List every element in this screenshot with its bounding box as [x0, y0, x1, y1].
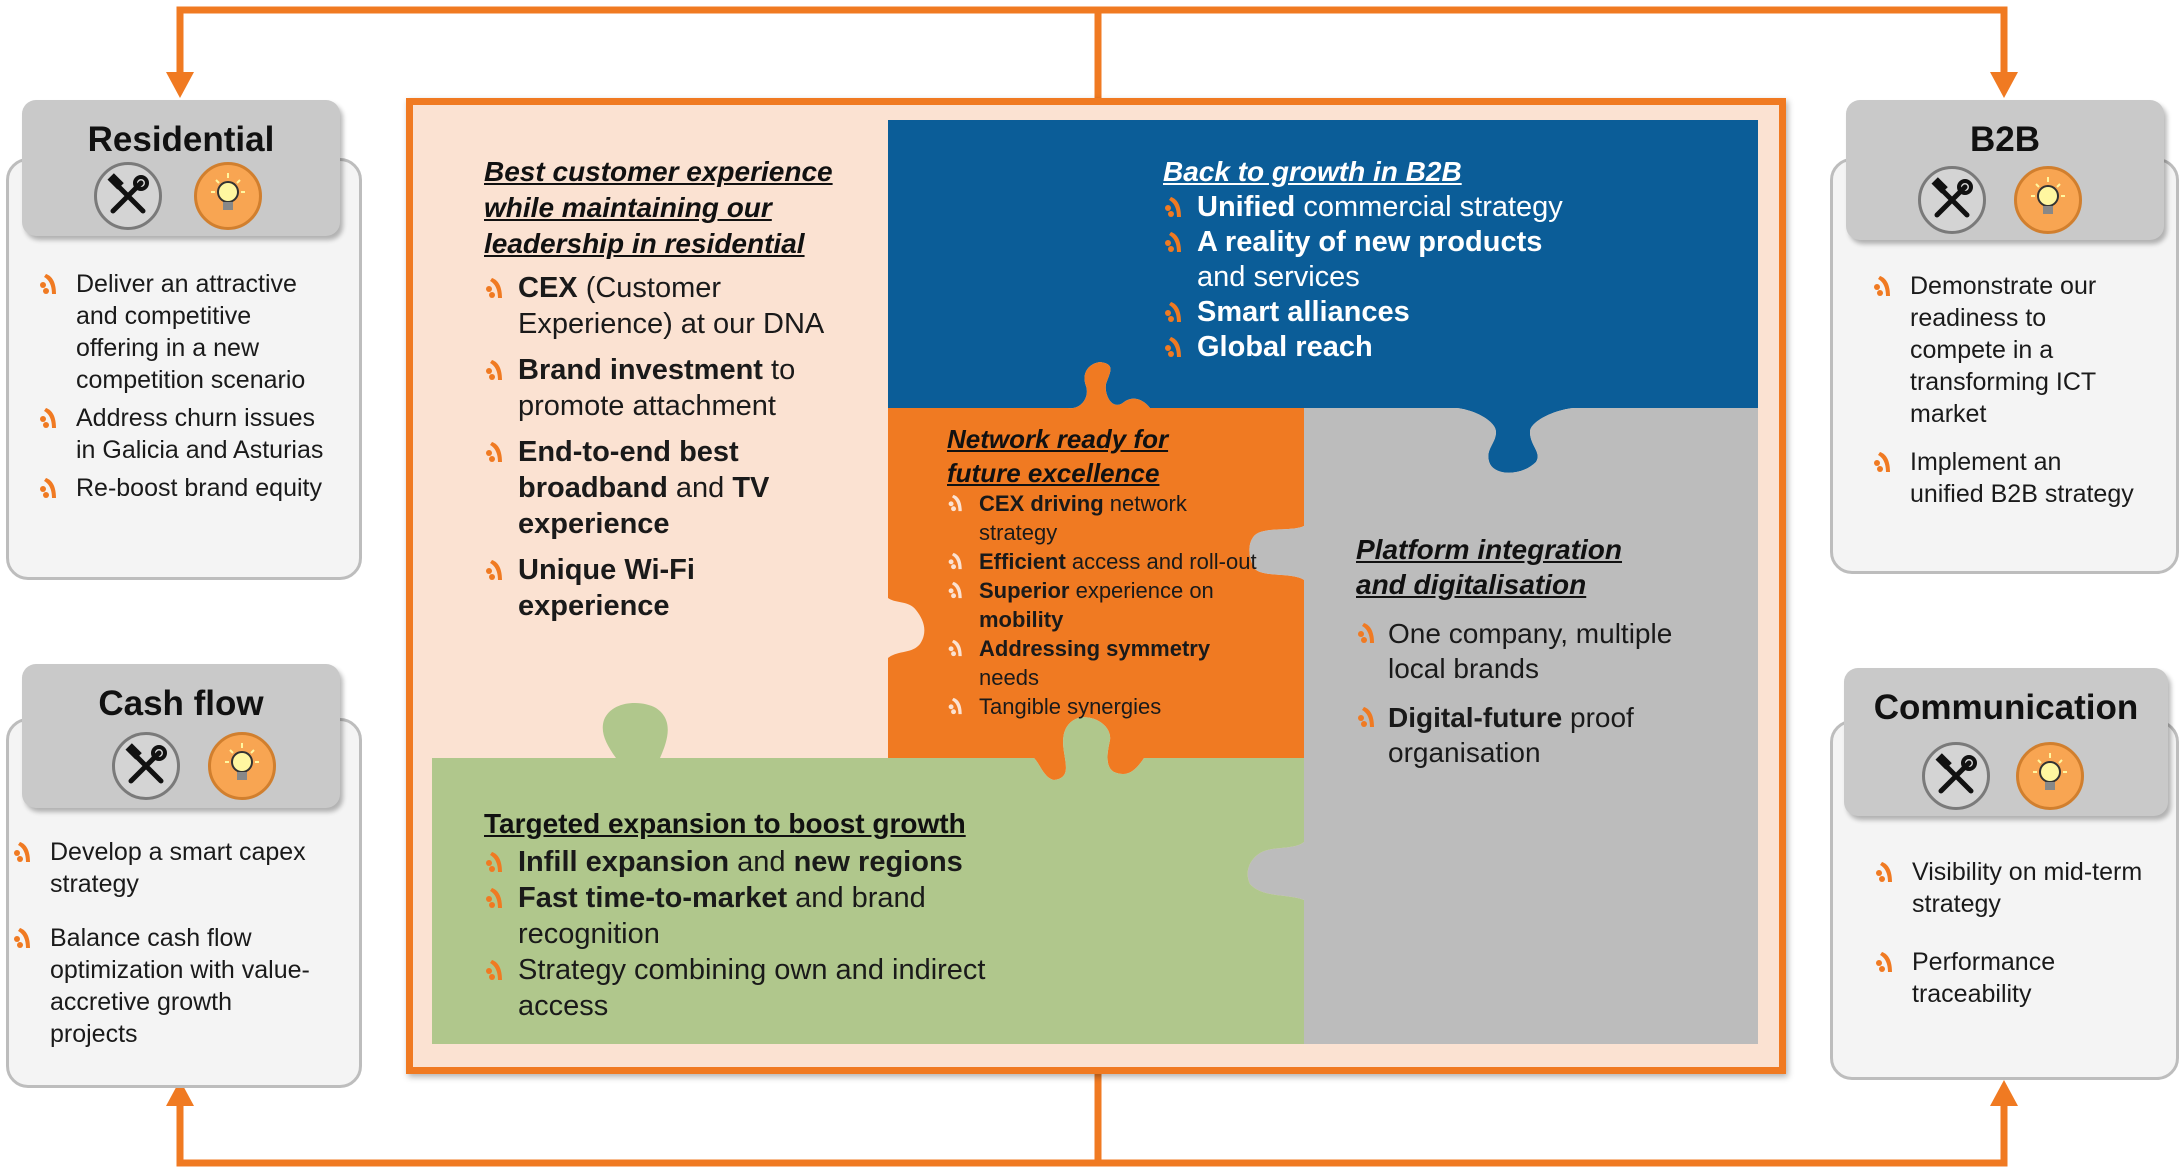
bullet-marker-icon — [486, 278, 502, 298]
b2b-header: B2B — [1846, 100, 2164, 240]
bullet-marker-icon — [948, 552, 962, 570]
puzzle-platform-list: One company, multiple local brands Digit… — [1356, 616, 1686, 770]
lightbulb-icon — [2014, 166, 2082, 234]
list-item: Balance cash flow optimization with valu… — [12, 922, 312, 1050]
bullet-marker-icon — [948, 639, 962, 657]
lightbulb-icon — [2016, 742, 2084, 810]
puzzle-residential-title: Best customer experience while maintaini… — [484, 156, 833, 259]
bullet-marker-icon — [14, 842, 30, 862]
residential-header: Residential — [22, 100, 340, 236]
bullet-marker-icon — [1874, 276, 1890, 296]
list-item: Superior experience on mobility — [947, 576, 1257, 634]
bullet-marker-icon — [1874, 452, 1890, 472]
list-item: Smart alliances — [1163, 295, 1583, 330]
bullet-marker-icon — [40, 408, 56, 428]
puzzle-piece-b2b — [888, 120, 1758, 473]
list-item: Address churn issues in Galicia and Astu… — [38, 402, 338, 466]
list-item: Global reach — [1163, 330, 1583, 365]
bullet-marker-icon — [948, 697, 962, 715]
bullet-marker-icon — [486, 360, 502, 380]
puzzle-expansion-list: Infill expansion and new regions Fast ti… — [484, 844, 1024, 1024]
list-item: Implement an unified B2B strategy — [1872, 446, 2142, 510]
list-item: CEX driving network strategy — [947, 489, 1257, 547]
bullet-marker-icon — [1165, 197, 1181, 217]
arrow-head-cashflow — [166, 1080, 194, 1106]
residential-title: Residential — [87, 120, 275, 159]
list-item: One company, multiple local brands — [1356, 616, 1686, 686]
bullet-marker-icon — [486, 852, 502, 872]
bullet-marker-icon — [1358, 707, 1374, 727]
bullet-marker-icon — [1165, 232, 1181, 252]
list-item: Fast time-to-market and brand recognitio… — [484, 880, 1024, 952]
bullet-marker-icon — [1876, 862, 1892, 882]
list-item: Performance traceability — [1874, 946, 2144, 1010]
puzzle-network-list: CEX driving network strategy Efficient a… — [947, 489, 1257, 721]
bullet-marker-icon — [486, 888, 502, 908]
list-item: Unique Wi-Fi experience — [484, 552, 738, 624]
list-item: Re-boost brand equity — [38, 472, 338, 504]
puzzle-b2b-title: Back to growth in B2B — [1163, 156, 1462, 187]
puzzle-expansion-title: Targeted expansion to boost growth — [484, 808, 966, 839]
list-item: Unified commercial strategy — [1163, 190, 1583, 225]
list-item: Infill expansion and new regions — [484, 844, 1024, 880]
bullet-marker-icon — [1165, 302, 1181, 322]
b2b-title: B2B — [1969, 120, 2041, 159]
list-item: CEX (Customer Experience) at our DNA — [484, 270, 864, 342]
list-item: Digital-future proof organisation — [1356, 700, 1686, 770]
bullet-marker-icon — [40, 274, 56, 294]
communication-header: Communication — [1844, 668, 2168, 816]
tools-icon — [94, 162, 162, 230]
communication-title: Communication — [1873, 688, 2139, 727]
list-item: End-to-end best broadband and TV experie… — [484, 434, 864, 542]
puzzle-piece-residential — [432, 122, 886, 758]
cash-flow-header: Cash flow — [22, 664, 340, 808]
b2b-list: Demonstrate our readiness to compete in … — [1872, 270, 2142, 516]
arrow-head-communication — [1990, 1080, 2018, 1106]
puzzle-piece-expansion — [432, 703, 1304, 1044]
cash-flow-title: Cash flow — [98, 684, 264, 723]
puzzle-piece-platform — [1247, 408, 1758, 1044]
bullet-marker-icon — [1358, 623, 1374, 643]
tools-icon — [112, 732, 180, 800]
arrow-head-b2b — [1990, 72, 2018, 98]
list-item: Tangible synergies — [947, 692, 1257, 721]
puzzle-platform-title: Platform integration and digitalisation — [1356, 534, 1623, 600]
lightbulb-icon — [208, 732, 276, 800]
puzzle-network-title: Network ready for future excellence — [947, 424, 1169, 488]
list-item: Deliver an attractive and competitive of… — [38, 268, 338, 396]
list-item: Efficient access and roll-out — [947, 547, 1257, 576]
bullet-marker-icon — [1876, 952, 1892, 972]
puzzle-b2b-list: Unified commercial strategy A reality of… — [1163, 190, 1583, 365]
bullet-marker-icon — [948, 581, 962, 599]
residential-list: Deliver an attractive and competitive of… — [38, 268, 338, 510]
list-item: Brand investment to promote attachment — [484, 352, 864, 424]
cash-flow-list: Develop a smart capex strategy Balance c… — [12, 836, 312, 1056]
puzzle-residential-list: CEX (Customer Experience) at our DNA Bra… — [484, 270, 864, 624]
lightbulb-icon — [194, 162, 262, 230]
tools-icon — [1918, 166, 1986, 234]
tools-icon — [1922, 742, 1990, 810]
list-item: Strategy combining own and indirect acce… — [484, 952, 1024, 1024]
communication-list: Visibility on mid-term strategy Performa… — [1874, 856, 2144, 1016]
bullet-marker-icon — [486, 560, 502, 580]
bullet-marker-icon — [40, 478, 56, 498]
arrow-head-residential — [166, 72, 194, 98]
bullet-marker-icon — [14, 928, 30, 948]
bullet-marker-icon — [486, 960, 502, 980]
list-item: Visibility on mid-term strategy — [1874, 856, 2144, 920]
list-item: Develop a smart capex strategy — [12, 836, 312, 900]
list-item: A reality of new products and services — [1163, 225, 1583, 295]
bullet-marker-icon — [1165, 337, 1181, 357]
list-item: Demonstrate our readiness to compete in … — [1872, 270, 2142, 430]
puzzle-piece-network — [888, 362, 1304, 780]
list-item: Addressing symmetry needs — [947, 634, 1257, 692]
bullet-marker-icon — [948, 494, 962, 512]
bullet-marker-icon — [486, 442, 502, 462]
